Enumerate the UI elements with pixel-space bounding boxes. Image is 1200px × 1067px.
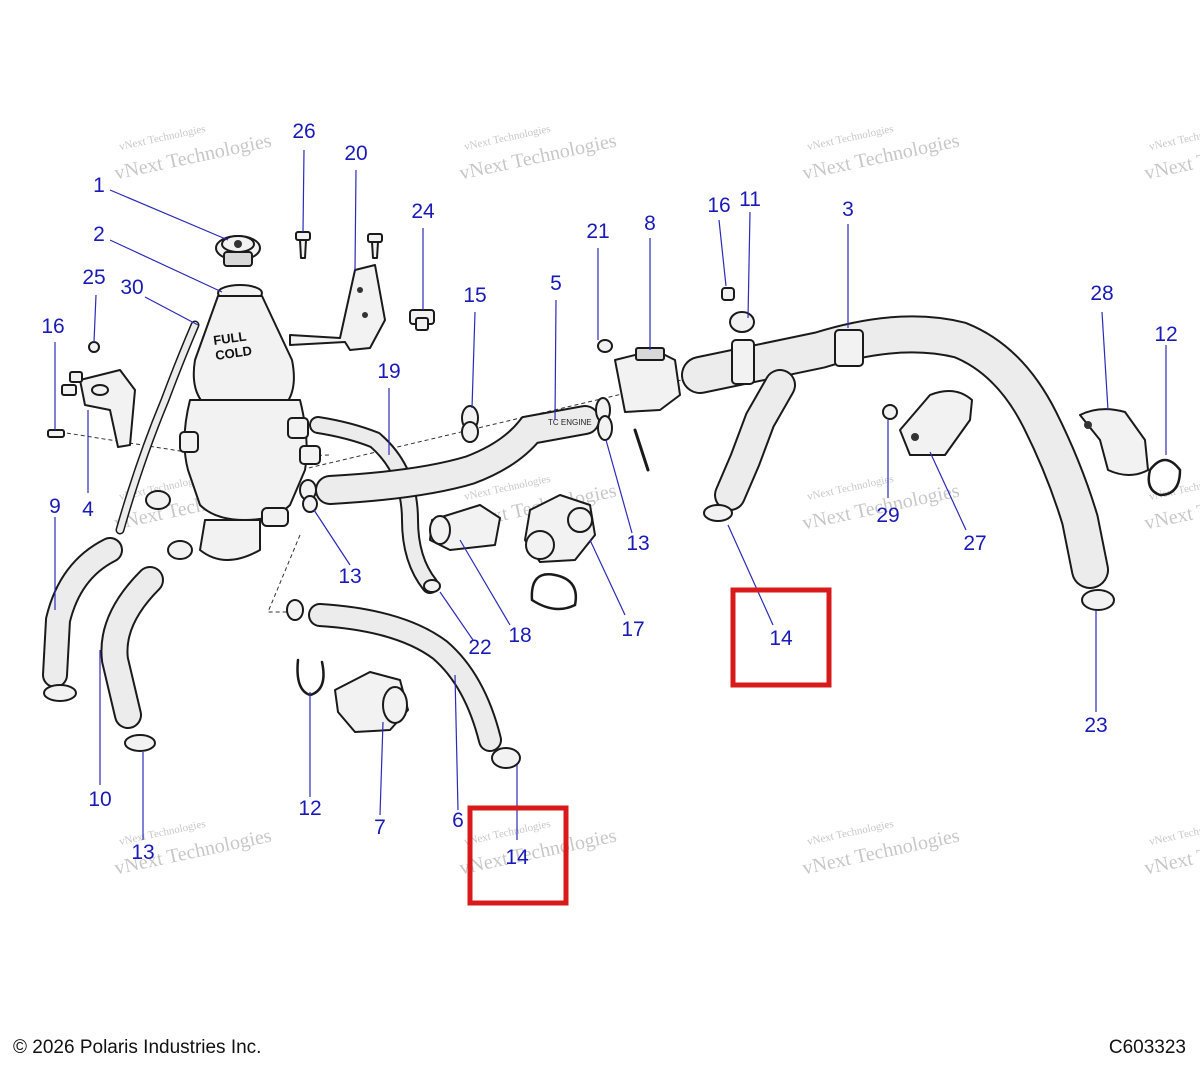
callout-9[interactable]: 9 — [49, 495, 61, 518]
callout-17[interactable]: 17 — [621, 618, 644, 641]
part-bracket-27[interactable] — [899, 390, 973, 456]
callout-25[interactable]: 25 — [82, 266, 105, 289]
callout-22[interactable]: 22 — [468, 636, 491, 659]
part-clamp[interactable] — [461, 405, 479, 443]
part-push-rivet-26[interactable] — [295, 231, 311, 259]
part-clamp[interactable] — [595, 397, 613, 441]
part-clamp-21[interactable] — [597, 339, 613, 353]
callout-19[interactable]: 19 — [377, 360, 400, 383]
callout-6[interactable]: 6 — [452, 809, 464, 832]
callout-30[interactable]: 30 — [120, 276, 143, 299]
watermark-small: vNext Technologies — [1148, 123, 1200, 153]
part-bolt-25[interactable] — [61, 341, 100, 396]
callout-14[interactable]: 14 — [505, 846, 529, 869]
callout-15[interactable]: 15 — [463, 284, 486, 307]
part-fitting-7[interactable] — [334, 671, 409, 733]
part-clamp[interactable] — [703, 504, 733, 522]
callout-4[interactable]: 4 — [82, 498, 94, 521]
callout-12[interactable]: 12 — [298, 797, 321, 820]
callout-16[interactable]: 16 — [41, 315, 64, 338]
part-tie-strap[interactable] — [633, 428, 650, 472]
part-hose-6[interactable] — [308, 603, 502, 752]
callout-13[interactable]: 13 — [338, 565, 361, 588]
part-fitting-18[interactable] — [429, 504, 501, 551]
callout-14[interactable]: 14 — [769, 627, 793, 650]
part-fitting-17[interactable] — [524, 494, 596, 611]
callout-5[interactable]: 5 — [550, 272, 562, 295]
callout-26[interactable]: 26 — [292, 120, 315, 143]
diagram-code: C603323 — [1108, 1037, 1186, 1058]
part-clamp-22[interactable] — [423, 579, 441, 593]
callout-11[interactable]: 11 — [739, 188, 761, 211]
part-clamp[interactable] — [286, 599, 304, 621]
callout-29[interactable]: 29 — [876, 504, 899, 527]
part-clamp[interactable] — [43, 684, 77, 702]
part-housing-8[interactable] — [614, 347, 681, 413]
copyright-text: © 2026 Polaris Industries Inc. — [13, 1037, 262, 1058]
highlight-boxes — [467, 587, 832, 906]
part-clamp[interactable] — [1081, 589, 1115, 611]
callout-27[interactable]: 27 — [963, 532, 986, 555]
callout-13[interactable]: 13 — [131, 841, 154, 864]
part-clamp[interactable] — [299, 479, 318, 513]
part-clamp[interactable] — [124, 734, 156, 752]
part-elbow-28[interactable] — [1079, 408, 1149, 476]
callout-8[interactable]: 8 — [644, 212, 656, 235]
callout-1[interactable]: 1 — [93, 174, 105, 197]
part-hose-10[interactable] — [100, 566, 164, 729]
callout-28[interactable]: 28 — [1090, 282, 1113, 305]
part-clamp[interactable] — [1147, 458, 1182, 497]
callout-23[interactable]: 23 — [1084, 714, 1107, 737]
part-connector-24[interactable] — [409, 309, 435, 331]
callout-13[interactable]: 13 — [626, 532, 649, 555]
callout-16[interactable]: 16 — [707, 194, 730, 217]
callout-7[interactable]: 7 — [374, 816, 386, 839]
callout-12[interactable]: 12 — [1154, 323, 1177, 346]
callout-3[interactable]: 3 — [842, 198, 854, 221]
part-mount-plate-4[interactable] — [79, 369, 136, 448]
callout-18[interactable]: 18 — [508, 624, 531, 647]
hose5-print: TC ENGINE — [548, 418, 592, 427]
highlight-box-14-lower — [467, 805, 569, 906]
part-hose-19[interactable] — [309, 416, 439, 594]
part-hose-5[interactable]: TC ENGINE — [315, 405, 600, 505]
callout-24[interactable]: 24 — [411, 200, 435, 223]
part-clamp[interactable] — [296, 658, 325, 697]
part-tube-3[interactable] — [681, 311, 1109, 589]
part-clamp[interactable] — [491, 747, 521, 769]
callout-21[interactable]: 21 — [586, 220, 609, 243]
leader-lines — [54, 149, 1167, 840]
part-coolant-bottle[interactable]: FULL COLD — [179, 284, 321, 561]
part-bracket-20[interactable] — [289, 264, 386, 351]
part-hose-9[interactable] — [42, 537, 123, 688]
part-nut-29[interactable] — [882, 404, 898, 420]
tank-cold-label: COLD — [214, 343, 253, 363]
callout-20[interactable]: 20 — [344, 142, 367, 165]
highlight-box-14-upper — [730, 587, 832, 688]
callout-2[interactable]: 2 — [93, 223, 105, 246]
callouts: 1 2 3 4 5 6 7 8 9 10 11 12 12 13 13 13 1… — [41, 120, 1177, 869]
tank-full-label: FULL — [212, 328, 247, 347]
callout-10[interactable]: 10 — [88, 788, 111, 811]
part-cap[interactable] — [215, 235, 261, 267]
part-bolt-16[interactable] — [47, 287, 735, 438]
part-clamp[interactable] — [145, 490, 193, 560]
part-overflow-tube-30[interactable] — [115, 320, 200, 535]
part-push-rivet[interactable] — [367, 233, 383, 259]
watermark-small: vNext Technologies — [1148, 818, 1200, 848]
